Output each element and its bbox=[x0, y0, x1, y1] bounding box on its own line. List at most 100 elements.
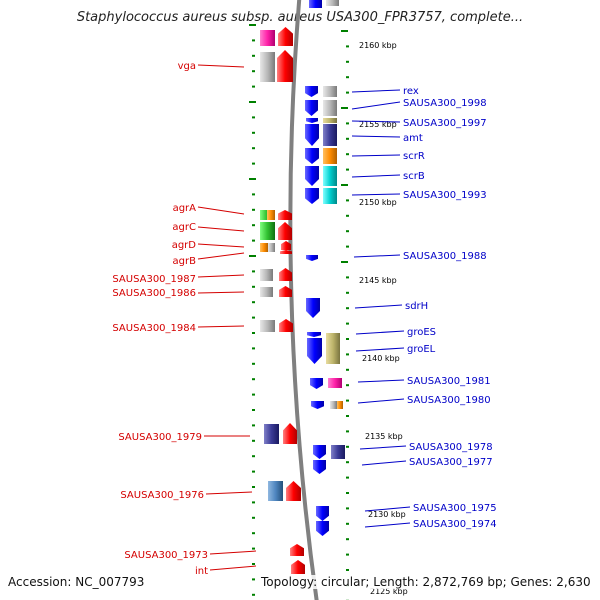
left-gene-label: SAUSA300_1973 bbox=[124, 550, 208, 561]
right-tick-mark bbox=[346, 168, 349, 171]
reverse-gene bbox=[305, 188, 319, 204]
scale-label: 2145 kbp bbox=[359, 276, 397, 285]
cog-block bbox=[268, 243, 275, 252]
right-tick-mark bbox=[346, 384, 349, 387]
right-label-leader bbox=[351, 89, 401, 93]
left-tick-mark bbox=[252, 270, 255, 273]
left-tick-mark bbox=[252, 593, 255, 596]
reverse-gene bbox=[305, 124, 319, 146]
right-tick-mark bbox=[346, 538, 349, 541]
right-tick-mark bbox=[346, 153, 349, 156]
scale-label: 2155 kbp bbox=[359, 120, 397, 129]
left-tick-mark bbox=[252, 393, 255, 396]
left-gene-label: agrB bbox=[173, 256, 197, 267]
right-tick-mark bbox=[346, 399, 349, 402]
left-tick-mark bbox=[252, 470, 255, 473]
right-tick-mark bbox=[346, 353, 349, 356]
left-label-leader bbox=[209, 565, 257, 571]
right-label-leader bbox=[351, 101, 401, 110]
forward-gene bbox=[281, 241, 291, 250]
right-label-leader bbox=[359, 445, 407, 450]
right-gene-label: SAUSA300_1998 bbox=[403, 98, 487, 109]
cog-block bbox=[331, 445, 345, 459]
left-label-leader bbox=[197, 226, 245, 232]
scale-label: 2160 kbp bbox=[359, 41, 397, 50]
left-tick-mark bbox=[249, 101, 256, 103]
right-gene-label: scrB bbox=[403, 171, 425, 182]
right-tick-mark bbox=[346, 322, 349, 325]
right-tick-mark bbox=[346, 368, 349, 371]
forward-gene bbox=[290, 544, 304, 556]
left-label-leader bbox=[197, 325, 245, 328]
right-gene-label: SAUSA300_1975 bbox=[413, 503, 497, 514]
right-tick-mark bbox=[341, 261, 348, 263]
cog-block bbox=[260, 222, 275, 240]
right-label-leader bbox=[361, 460, 407, 466]
left-tick-mark bbox=[252, 316, 255, 319]
left-tick-mark bbox=[252, 378, 255, 381]
left-label-leader bbox=[205, 491, 253, 495]
forward-gene bbox=[278, 27, 293, 46]
left-gene-label: agrD bbox=[172, 240, 197, 251]
right-tick-mark bbox=[346, 245, 349, 248]
left-tick-mark bbox=[252, 224, 255, 227]
right-label-leader bbox=[351, 193, 401, 196]
right-label-leader bbox=[351, 120, 401, 123]
forward-gene bbox=[283, 423, 297, 444]
left-tick-mark bbox=[252, 147, 255, 150]
right-tick-mark bbox=[346, 199, 349, 202]
cog-block bbox=[323, 124, 337, 146]
left-gene-label: SAUSA300_1979 bbox=[118, 432, 202, 443]
left-tick-mark bbox=[252, 193, 255, 196]
cog-block bbox=[337, 401, 343, 409]
accession-caption: Accession: NC_007793 bbox=[8, 575, 145, 589]
scale-label: 2130 kbp bbox=[368, 510, 406, 519]
forward-gene bbox=[278, 210, 292, 220]
reverse-gene bbox=[307, 338, 322, 364]
right-tick-mark bbox=[341, 107, 348, 109]
cog-block bbox=[323, 148, 337, 164]
left-gene-label: agrA bbox=[173, 203, 197, 214]
left-tick-mark bbox=[249, 24, 256, 26]
right-tick-mark bbox=[346, 461, 349, 464]
right-tick-mark bbox=[346, 122, 349, 125]
left-tick-mark bbox=[252, 547, 255, 550]
reverse-gene bbox=[305, 86, 318, 97]
cog-block bbox=[260, 210, 273, 220]
right-tick-mark bbox=[346, 91, 349, 94]
cog-block bbox=[260, 269, 273, 281]
left-gene-label: SAUSA300_1987 bbox=[112, 274, 196, 285]
left-label-leader bbox=[197, 206, 245, 215]
left-tick-mark bbox=[252, 532, 255, 535]
right-tick-mark bbox=[346, 569, 349, 571]
left-tick-mark bbox=[252, 455, 255, 458]
reverse-gene bbox=[306, 298, 320, 318]
left-label-leader bbox=[209, 550, 257, 555]
reverse-gene bbox=[316, 521, 329, 536]
left-tick-mark bbox=[252, 362, 255, 365]
scale-label: 2150 kbp bbox=[359, 198, 397, 207]
left-gene-label: vga bbox=[178, 61, 196, 72]
cog-block bbox=[264, 424, 279, 444]
right-gene-label: groES bbox=[407, 327, 436, 338]
left-tick-mark bbox=[252, 424, 255, 427]
right-label-leader bbox=[351, 154, 401, 157]
left-tick-mark bbox=[252, 578, 255, 581]
right-tick-mark bbox=[346, 291, 349, 294]
reverse-gene bbox=[305, 100, 318, 116]
cog-block bbox=[323, 188, 337, 204]
right-tick-mark bbox=[346, 430, 349, 433]
right-label-leader bbox=[364, 506, 411, 512]
cog-block bbox=[323, 118, 337, 123]
right-tick-mark bbox=[346, 415, 349, 417]
left-tick-mark bbox=[252, 409, 255, 411]
reverse-gene bbox=[313, 445, 326, 459]
cog-block bbox=[260, 52, 275, 82]
scale-label: 2135 kbp bbox=[365, 432, 403, 441]
forward-gene bbox=[279, 268, 292, 281]
left-tick-mark bbox=[252, 54, 255, 57]
right-label-leader bbox=[357, 398, 405, 404]
cog-block bbox=[326, 0, 339, 6]
